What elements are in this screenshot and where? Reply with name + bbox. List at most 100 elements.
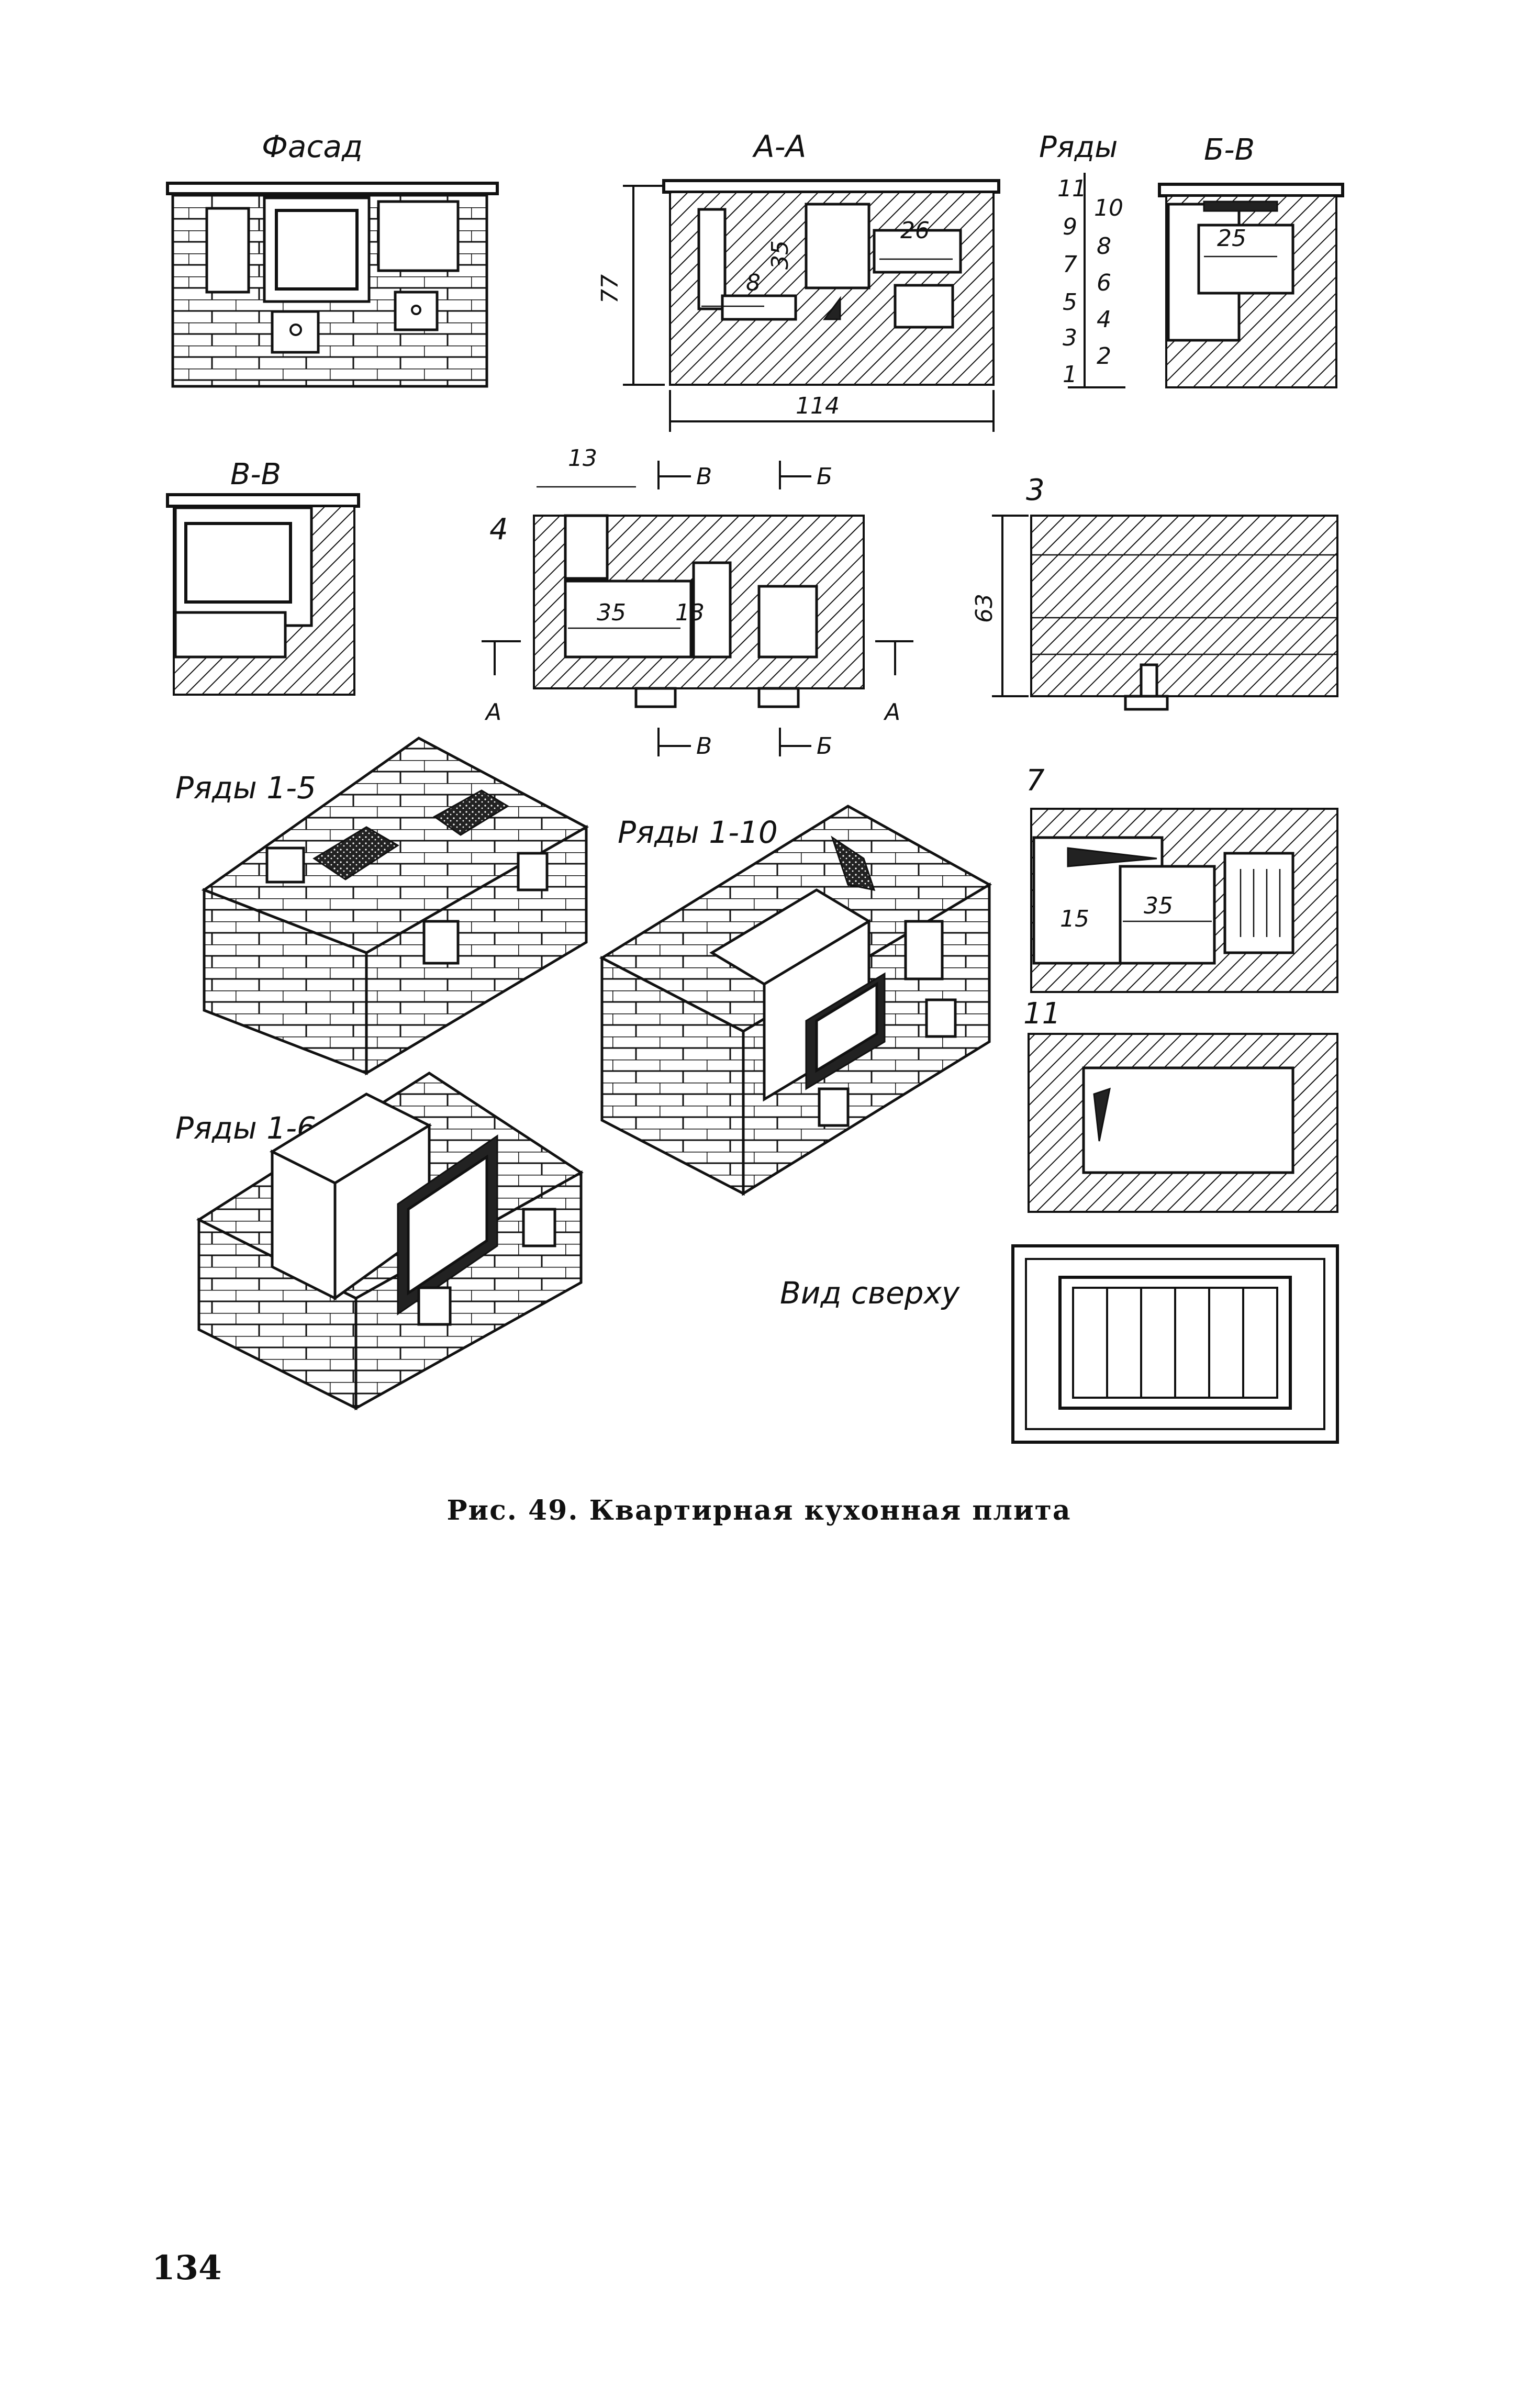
section-aa-title: А-А — [752, 129, 806, 164]
section-bv-view: Б-В 25 — [1158, 133, 1344, 388]
plan7-label: 7 — [1026, 764, 1045, 798]
plan4-door-2 — [757, 687, 800, 708]
facade-side-door — [377, 200, 460, 272]
iso-rows-1-5-view: Ряды 1-5 — [175, 737, 589, 1076]
section-aa-water-box — [697, 208, 727, 310]
facade-ash-door-1 — [271, 310, 320, 354]
section-aa-damper — [823, 296, 841, 320]
plan-row7-view: 7 15 35 — [1026, 764, 1338, 993]
cut-b1-label: Б — [817, 463, 832, 490]
section-vv-view: В-В — [166, 458, 360, 696]
iso-1-5-pit-2 — [433, 789, 509, 836]
iso-1-10-oven-door — [815, 982, 878, 1073]
dim-15-label: 15 — [1060, 906, 1089, 932]
technical-drawing: Фасад А-А 77 114 35 26 8 — [166, 129, 1344, 1444]
row-left-9: 9 — [1063, 214, 1077, 240]
row-right-10: 10 — [1094, 195, 1123, 221]
row-left-1: 1 — [1063, 361, 1077, 388]
row-left-7: 7 — [1063, 251, 1077, 278]
cut-a2-label: А — [883, 699, 900, 726]
plan3-label: 3 — [1026, 473, 1045, 507]
plan11-opening — [1082, 1066, 1294, 1174]
rows-title: Ряды — [1039, 130, 1118, 164]
plan7-damper — [1067, 847, 1157, 867]
plan3-hatch — [1030, 515, 1338, 697]
facade-knob-2 — [411, 305, 421, 315]
cut-v1-label: В — [696, 463, 712, 490]
row-right-8: 8 — [1097, 233, 1111, 260]
facade-knob-1 — [289, 324, 302, 336]
plan-row4-view: 4 13 35 13 В Б В Б А А — [482, 445, 913, 760]
plan11-damper — [1093, 1087, 1111, 1142]
iso-1-5-label: Ряды 1-5 — [175, 770, 316, 806]
plan3-door — [1124, 695, 1169, 711]
row-right-2: 2 — [1097, 343, 1111, 370]
dim-8-label: 8 — [746, 270, 761, 296]
iso-1-10-ash-door-2 — [818, 1087, 850, 1127]
facade-oven-door — [263, 196, 371, 303]
section-vv-title: В-В — [230, 458, 281, 492]
row-left-5: 5 — [1063, 289, 1077, 316]
figure-caption: Рис. 49. Квартирная кухонная плита — [447, 1495, 1071, 1526]
dim-25-label: 25 — [1217, 225, 1246, 252]
section-aa-top-slab — [662, 179, 1000, 194]
iso-1-6-ash-door — [417, 1286, 452, 1326]
dim-77-label: 77 — [597, 274, 623, 304]
plan3-opening — [1140, 663, 1158, 698]
section-aa-firebox — [805, 203, 870, 289]
dim-35-plan-label: 35 — [597, 599, 626, 626]
plan-row11-view: 11 — [1023, 997, 1338, 1213]
top-view-cooktop-frame — [1058, 1276, 1292, 1410]
plan11-label: 11 — [1023, 997, 1061, 1031]
plan7-grate-frame — [1223, 852, 1294, 954]
plan4-flue — [692, 561, 732, 659]
dim-35-p7-label: 35 — [1144, 893, 1173, 919]
facade-view: Фасад — [166, 129, 499, 388]
section-bv-plate — [1203, 200, 1278, 212]
dim-13-plan-label: 13 — [675, 599, 705, 626]
row-right-4: 4 — [1097, 306, 1111, 333]
iso-1-10-ash-door-1 — [925, 998, 957, 1038]
facade-water-box — [205, 207, 250, 294]
plan-row3-view: 3 63 — [971, 473, 1338, 711]
iso-1-5-door-2 — [422, 920, 460, 965]
section-vv-top-slab — [166, 493, 360, 508]
section-aa-flue — [894, 284, 954, 329]
row-right-6: 6 — [1097, 270, 1111, 296]
section-aa-view: А-А 77 114 35 26 8 — [597, 129, 1000, 432]
top-view-slab — [1025, 1258, 1325, 1430]
dim-13-top-label: 13 — [568, 445, 597, 472]
dim-26-label: 26 — [900, 217, 930, 244]
plan4-oven — [757, 585, 818, 659]
top-view-label: Вид сверху — [780, 1275, 960, 1311]
iso-1-10-side-door — [904, 920, 944, 980]
top-view-outer — [1011, 1244, 1339, 1444]
section-bv-top-slab — [1158, 183, 1344, 197]
cut-b2-label: Б — [817, 733, 832, 760]
facade-ash-door-2 — [394, 291, 439, 331]
rows-scale: Ряды 11 9 7 5 3 1 10 8 6 4 2 — [1039, 130, 1125, 388]
iso-1-6-oven-door — [407, 1154, 488, 1296]
facade-oven-door-inner — [275, 209, 359, 291]
section-vv-oven — [174, 506, 313, 627]
section-aa-oven — [873, 229, 962, 274]
dim-35-aa-label: 35 — [767, 240, 794, 270]
iso-rows-1-10-view: Ряды 1-10 — [599, 805, 992, 1196]
iso-1-5-door-1 — [517, 852, 549, 891]
section-bv-chamber — [1197, 224, 1294, 295]
plan4-label: 4 — [489, 512, 508, 547]
row-left-11: 11 — [1057, 175, 1087, 202]
facade-title: Фасад — [262, 129, 363, 164]
iso-rows-1-6-view: Ряды 1-6 — [175, 1072, 584, 1411]
section-vv-grate — [174, 611, 287, 659]
dim-114-label: 114 — [796, 393, 840, 419]
iso-1-10-chimney — [831, 835, 876, 891]
section-vv-oven-inner — [184, 522, 292, 604]
cut-a1-label: А — [484, 699, 501, 726]
plan4-water-box — [564, 514, 609, 580]
plan4-door-1 — [634, 687, 677, 708]
iso-1-5-water-box — [265, 846, 305, 884]
dim-63-label: 63 — [971, 594, 998, 623]
facade-top-slab — [166, 182, 499, 195]
